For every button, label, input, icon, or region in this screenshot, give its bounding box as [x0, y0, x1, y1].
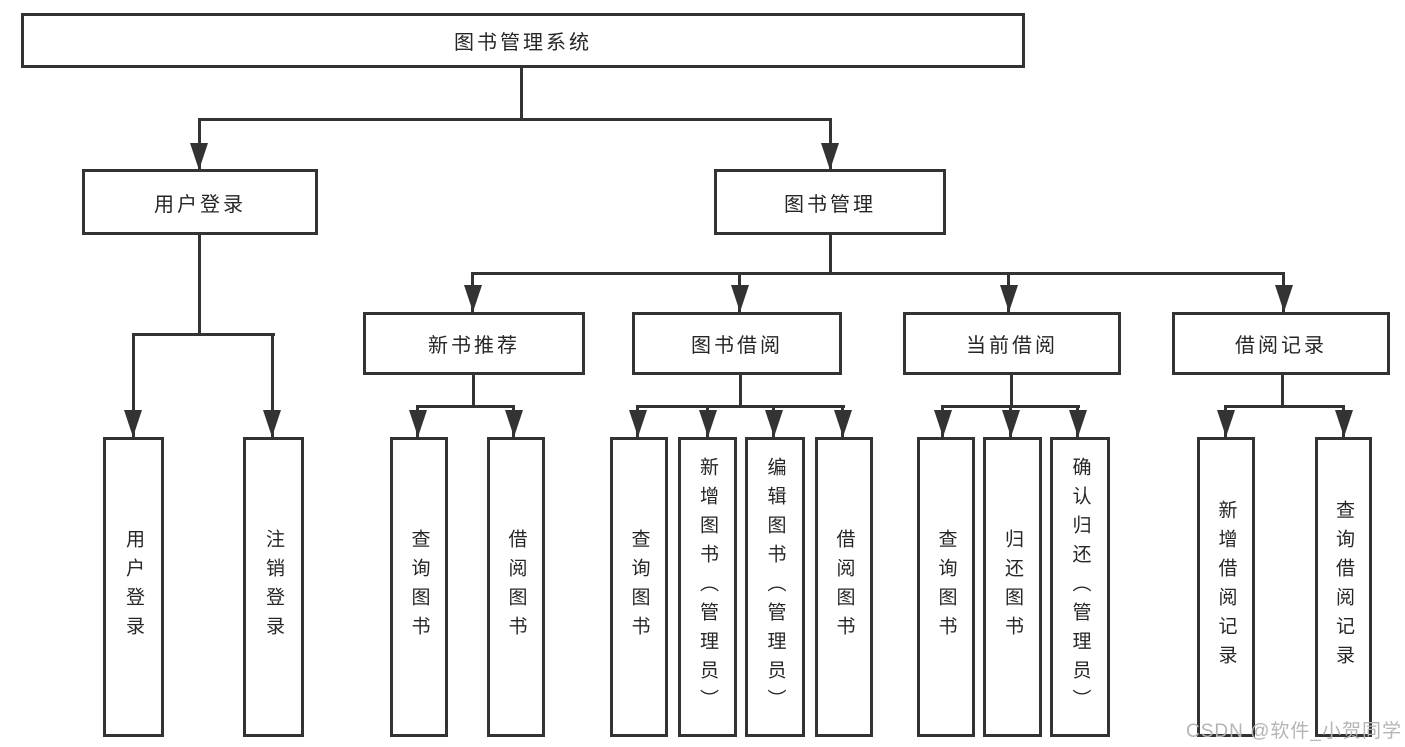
connector [132, 333, 135, 437]
node-user-login: 用户登录 [82, 169, 318, 235]
leaf-user-login: 用户登录 [103, 437, 164, 737]
arrowhead-down-icon [731, 285, 749, 312]
leaf-edit-books-admin: 编辑图书（管理员） [745, 437, 805, 737]
node-book-borrow: 图书借阅 [632, 312, 842, 375]
arrowhead-down-icon [1275, 285, 1293, 312]
node-root-system: 图书管理系统 [21, 13, 1025, 68]
connector [198, 118, 832, 121]
arrowhead-down-icon [629, 410, 647, 437]
leaf-add-books-admin: 新增图书（管理员） [678, 437, 737, 737]
node-label: 注销登录 [263, 529, 284, 645]
node-current-borrow: 当前借阅 [903, 312, 1121, 375]
arrowhead-down-icon [409, 410, 427, 437]
node-label: 查询图书 [935, 529, 957, 645]
leaf-confirm-return-admin: 确认归还（管理员） [1050, 437, 1110, 737]
node-label: 查询图书 [628, 529, 650, 645]
node-label: 新增借阅记录 [1215, 500, 1237, 674]
arrowhead-down-icon [505, 410, 523, 437]
leaf-query-books: 查询图书 [917, 437, 975, 737]
node-book-management: 图书管理 [714, 169, 946, 235]
node-label: 图书管理 [784, 193, 876, 216]
leaf-logout: 注销登录 [243, 437, 304, 737]
connector [1224, 405, 1345, 408]
leaf-return-books: 归还图书 [983, 437, 1042, 737]
connector [636, 405, 845, 408]
connector [1281, 375, 1284, 408]
connector [1010, 375, 1013, 408]
node-label: 查询图书 [408, 529, 430, 645]
node-label: 用户登录 [154, 193, 246, 216]
node-label: 编辑图书（管理员） [764, 456, 786, 718]
connector [416, 405, 515, 408]
arrowhead-down-icon [1069, 410, 1087, 437]
connector [472, 375, 475, 408]
node-label: 确认归还（管理员） [1069, 456, 1091, 718]
arrowhead-down-icon [263, 410, 281, 437]
node-label: 图书管理系统 [454, 32, 592, 54]
connector [471, 272, 1285, 275]
node-label: 当前借阅 [966, 335, 1058, 357]
node-new-book-recommend: 新书推荐 [363, 312, 585, 375]
node-label: 归还图书 [1002, 529, 1023, 645]
leaf-borrow-books: 借阅图书 [487, 437, 545, 737]
arrowhead-down-icon [834, 410, 852, 437]
arrowhead-down-icon [821, 143, 839, 170]
arrowhead-down-icon [1000, 285, 1018, 312]
node-label: 新书推荐 [428, 335, 520, 357]
connector [198, 234, 201, 335]
node-label: 查询借阅记录 [1333, 500, 1354, 674]
arrowhead-down-icon [464, 285, 482, 312]
node-label: 用户登录 [123, 529, 144, 645]
node-label: 新增图书（管理员） [697, 456, 718, 718]
arrowhead-down-icon [699, 410, 717, 437]
connector [739, 375, 742, 408]
connector [829, 235, 832, 275]
leaf-query-books: 查询图书 [390, 437, 448, 737]
node-label: 借阅图书 [833, 529, 855, 645]
arrowhead-down-icon [190, 143, 208, 170]
leaf-borrow-books: 借阅图书 [815, 437, 873, 737]
leaf-query-borrow-record: 查询借阅记录 [1315, 437, 1372, 737]
node-label: 借阅记录 [1235, 335, 1327, 357]
leaf-add-borrow-record: 新增借阅记录 [1197, 437, 1255, 737]
connector [520, 68, 523, 120]
arrowhead-down-icon [124, 410, 142, 437]
csdn-watermark: CSDN @软件_小贺同学 [1186, 721, 1402, 742]
node-borrow-records: 借阅记录 [1172, 312, 1390, 375]
leaf-query-books: 查询图书 [610, 437, 668, 737]
arrowhead-down-icon [1217, 410, 1235, 437]
node-label: 借阅图书 [505, 529, 527, 645]
arrowhead-down-icon [1335, 410, 1353, 437]
connector [271, 333, 274, 437]
arrowhead-down-icon [765, 410, 783, 437]
arrowhead-down-icon [1002, 410, 1020, 437]
node-label: 图书借阅 [691, 335, 783, 357]
connector [132, 333, 275, 336]
arrowhead-down-icon [934, 410, 952, 437]
